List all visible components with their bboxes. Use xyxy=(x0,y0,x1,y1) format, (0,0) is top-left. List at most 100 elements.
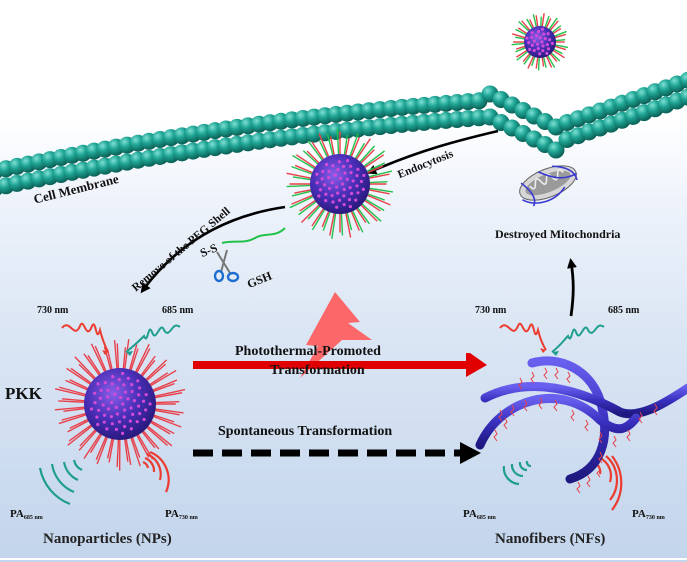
particle-dot xyxy=(122,424,127,429)
particle-dot xyxy=(114,405,118,409)
particle-chain xyxy=(329,136,336,158)
fiber-chain xyxy=(518,377,523,390)
fiber-chain xyxy=(612,435,617,448)
particle-dot xyxy=(542,32,546,36)
particle-chain xyxy=(123,339,130,372)
fiber-chain xyxy=(523,399,528,412)
particle-dot xyxy=(148,402,152,406)
particle-dot xyxy=(121,402,125,406)
fiber-chain xyxy=(543,367,548,380)
particle-dot xyxy=(337,198,342,202)
particle-dot xyxy=(545,51,549,55)
particle-dot xyxy=(341,164,346,169)
pa-main: PA xyxy=(632,508,646,520)
particle-chain xyxy=(311,206,327,231)
particle-chain xyxy=(541,56,545,67)
particle-chain xyxy=(148,418,175,435)
pkk-label: PKK xyxy=(5,384,42,403)
pa-730-label-left: PA730 nm xyxy=(165,508,198,521)
particle-dot xyxy=(123,390,128,394)
particle-dot xyxy=(327,186,332,191)
particle-dot xyxy=(105,427,109,431)
particle-chain xyxy=(61,411,89,421)
particle-chain xyxy=(151,409,180,416)
particle-dot xyxy=(548,38,552,42)
particle-chain xyxy=(124,435,132,465)
particle-chain xyxy=(83,353,102,379)
particle-chain xyxy=(151,388,186,398)
fiber-chain xyxy=(598,431,603,444)
particle-chain xyxy=(311,141,326,162)
particle-dot xyxy=(95,415,99,419)
particle-dot xyxy=(540,40,544,44)
particle-chain xyxy=(143,424,168,446)
particle-chain xyxy=(138,355,156,379)
particle-chain xyxy=(130,434,141,458)
particle-chain xyxy=(353,142,366,162)
particle-chain xyxy=(69,417,92,429)
particle-chain xyxy=(54,388,89,398)
particle-dot xyxy=(330,193,334,198)
particle-dot xyxy=(106,388,110,392)
particle-chain xyxy=(362,197,385,212)
particle-chain xyxy=(87,355,103,378)
fiber-chain xyxy=(576,481,581,494)
particle-dot xyxy=(337,160,341,164)
particle-dot xyxy=(106,407,111,411)
particle-dot xyxy=(103,380,107,385)
peg-nanoparticle-endocytosed xyxy=(286,128,394,239)
particle-chain xyxy=(540,16,542,28)
particle-chain xyxy=(516,45,527,50)
particle-chain xyxy=(139,428,156,449)
particle-dot xyxy=(355,174,359,178)
particle-chain xyxy=(143,359,168,383)
particle-dot xyxy=(347,197,352,202)
particle-chain xyxy=(546,54,556,69)
particle-dot xyxy=(532,39,536,43)
particle-chain xyxy=(345,210,353,231)
particle-dot xyxy=(336,168,340,172)
particle-chain xyxy=(541,13,545,28)
particle-dot xyxy=(116,386,120,390)
particle-chain xyxy=(516,49,529,58)
particle-dot xyxy=(97,408,101,412)
fiber-chain xyxy=(553,399,558,412)
particle-chain xyxy=(552,48,563,55)
particle-dot xyxy=(550,41,554,46)
particle-chain xyxy=(515,36,527,40)
photothermal-arrow xyxy=(193,353,487,377)
particle-chain xyxy=(518,21,531,33)
particle-dot xyxy=(102,413,107,417)
particle-chain xyxy=(302,150,321,167)
fiber-chain xyxy=(570,409,575,422)
particle-chain xyxy=(292,176,314,181)
particle-chain xyxy=(67,423,95,446)
particle-chain xyxy=(366,188,390,195)
particle-chain xyxy=(83,430,103,459)
particle-chain xyxy=(54,406,88,411)
particle-chain xyxy=(344,138,350,158)
endocytosis-arrow xyxy=(366,129,499,175)
particle-dot xyxy=(349,191,354,196)
particle-dot xyxy=(115,412,119,416)
particle-chain xyxy=(526,18,534,30)
particle-dot xyxy=(144,408,148,412)
particle-chain xyxy=(364,162,386,174)
particle-chain xyxy=(89,431,104,454)
particle-chain xyxy=(150,414,182,428)
particle-chain xyxy=(366,187,394,193)
particle-chain xyxy=(307,203,323,220)
particle-dot xyxy=(546,47,551,51)
particle-dot xyxy=(335,205,339,209)
particle-dot xyxy=(117,378,121,382)
laser-685-wave-left xyxy=(125,324,181,353)
particle-chain xyxy=(521,20,532,32)
particle-chain xyxy=(349,137,360,160)
particle-dot xyxy=(330,181,334,185)
particle-dot xyxy=(530,35,534,39)
particle-chain xyxy=(362,198,381,212)
particle-dot xyxy=(320,177,324,181)
particle-dot xyxy=(144,393,148,397)
particle-chain xyxy=(553,45,567,51)
particle-chain xyxy=(348,133,359,159)
